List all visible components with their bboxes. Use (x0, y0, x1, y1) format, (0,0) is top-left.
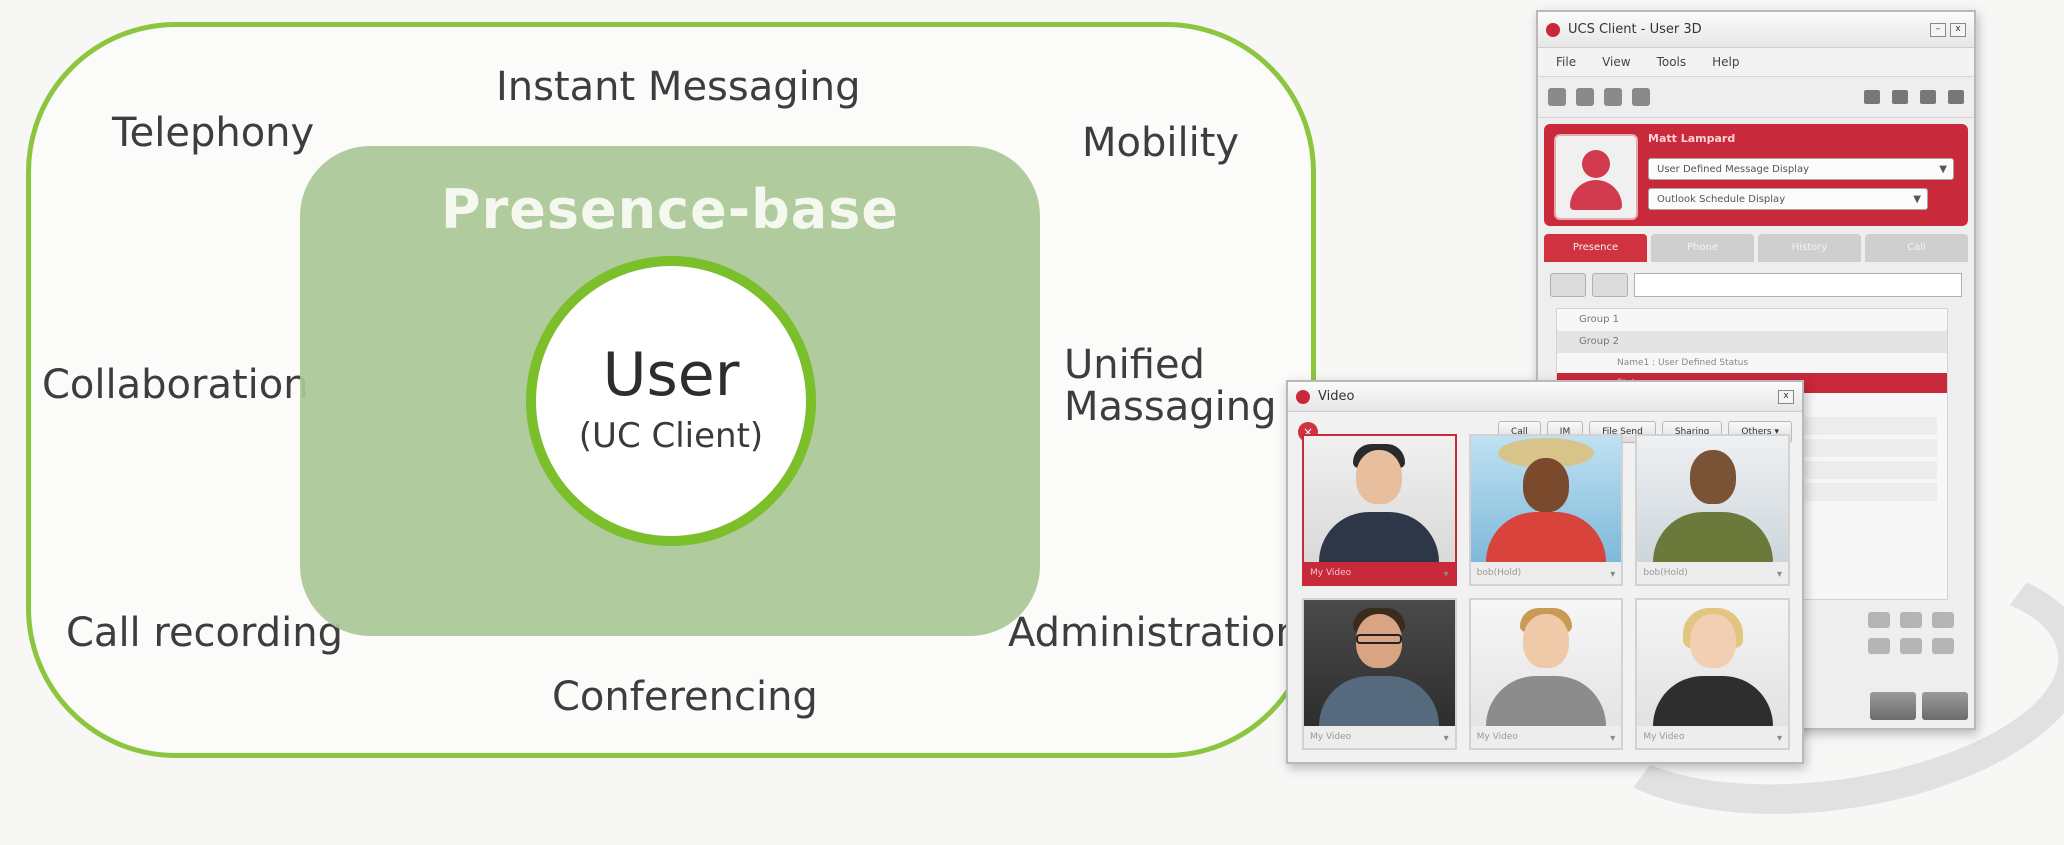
glasses-icon (1356, 634, 1403, 644)
video-grid: My Video ▾ bob(Hold) ▾ bob(Hold) ▾ (1302, 434, 1790, 750)
menu-view[interactable]: View (1602, 55, 1631, 69)
avatar-head-icon (1582, 150, 1610, 178)
feature-mobility: Mobility (1082, 120, 1240, 166)
menu-file[interactable]: File (1556, 55, 1577, 69)
group-row[interactable]: Group 1 (1579, 314, 1619, 325)
feature-call-recording: Call recording (66, 610, 344, 656)
user-icon[interactable] (1932, 638, 1954, 654)
schedule-text: Outlook Schedule Display (1657, 194, 1786, 205)
profile-name: Matt Lampard (1648, 132, 1736, 145)
presence-base-title: Presence-base (441, 178, 899, 241)
contact-row[interactable]: Name1 : User Defined Status (1617, 358, 1749, 368)
video-window: Video x × Call IM File Send Sharing Othe… (1286, 380, 1804, 764)
menu-tools[interactable]: Tools (1656, 55, 1687, 69)
video-tile[interactable]: My Video ▾ (1302, 598, 1457, 750)
uc-client-toolbar (1538, 77, 1974, 118)
video-tile[interactable]: bob(Hold) ▾ (1635, 434, 1790, 586)
group-row[interactable]: Group 2 (1557, 331, 1947, 353)
tab-presence[interactable]: Presence (1544, 234, 1647, 262)
profile-panel: Matt Lampard User Defined Message Displa… (1544, 124, 1968, 226)
video-tile[interactable]: My Video ▾ (1635, 598, 1790, 750)
video-tile-caption: My Video (1304, 562, 1455, 584)
chevron-down-icon[interactable]: ▾ (1443, 569, 1449, 580)
feature-administration: Administration (1008, 610, 1301, 656)
uc-client-titlebar: UCS Client - User 3D – x (1538, 12, 1974, 48)
chevron-down-icon[interactable]: ▾ (1776, 733, 1782, 744)
video-tile-caption: bob(Hold) (1637, 562, 1788, 584)
menu-help[interactable]: Help (1712, 55, 1740, 69)
volume-button[interactable] (1922, 692, 1968, 720)
video-tile-caption: My Video (1304, 726, 1455, 748)
tab-phone[interactable]: Phone (1651, 234, 1754, 262)
feature-unified-messaging-line1: Unified (1064, 342, 1205, 388)
chevron-down-icon[interactable]: ▾ (1776, 569, 1782, 580)
edit-icon[interactable] (1576, 88, 1594, 106)
settings-icon[interactable] (1604, 88, 1622, 106)
view-icon[interactable] (1632, 88, 1650, 106)
mail-count-icon[interactable] (1920, 90, 1936, 104)
feature-unified-messaging-line2: Massaging (1064, 384, 1277, 430)
avatar[interactable] (1554, 134, 1638, 220)
search-row (1544, 270, 1968, 300)
uc-client-title: UCS Client - User 3D (1568, 22, 1702, 37)
avatar-body-icon (1570, 180, 1622, 210)
video-tile-caption: My Video (1637, 726, 1788, 748)
feature-instant-messaging: Instant Messaging (496, 64, 861, 110)
app-logo-icon (1546, 22, 1560, 37)
uc-client-bottom-bar (1544, 692, 1968, 722)
phone-icon[interactable] (1868, 638, 1890, 654)
close-icon[interactable]: x (1778, 389, 1794, 404)
chevron-down-icon: ▼ (1939, 164, 1947, 175)
user-subtitle: (UC Client) (578, 416, 764, 456)
add-contact-button[interactable] (1550, 273, 1586, 297)
contact-icon[interactable] (1548, 88, 1566, 106)
user-circle (526, 256, 816, 546)
video-tile[interactable]: My Video ▾ (1302, 434, 1457, 586)
video-tile[interactable]: My Video ▾ (1468, 598, 1624, 750)
video-tile[interactable]: bob(Hold) ▾ (1468, 434, 1624, 586)
tab-call[interactable]: Call (1865, 234, 1968, 262)
chevron-down-icon: ▼ (1913, 194, 1921, 205)
video-tile-caption: My Video (1470, 726, 1622, 748)
close-icon[interactable] (1932, 612, 1954, 628)
status-message-text: User Defined Message Display (1657, 164, 1810, 175)
mail-icon[interactable] (1900, 612, 1922, 628)
status-message-select[interactable]: User Defined Message Display ▼ (1648, 158, 1954, 180)
document-icon[interactable] (1900, 638, 1922, 654)
video-titlebar: Video x (1288, 382, 1802, 412)
feature-conferencing: Conferencing (552, 674, 818, 720)
schedule-select[interactable]: Outlook Schedule Display ▼ (1648, 188, 1928, 210)
feature-collaboration: Collaboration (42, 362, 309, 408)
feature-telephony: Telephony (112, 110, 315, 156)
uc-client-tabs: Presence Phone History Call (1544, 234, 1968, 262)
chevron-down-icon[interactable]: ▾ (1610, 733, 1616, 744)
message-count-icon[interactable] (1892, 90, 1908, 104)
phone-count-icon[interactable] (1864, 90, 1880, 104)
chevron-down-icon[interactable]: ▾ (1610, 569, 1616, 580)
app-logo-icon (1296, 389, 1310, 404)
video-tile-caption: bob(Hold) (1470, 562, 1622, 584)
user-title: User (602, 340, 740, 410)
video-title: Video (1318, 389, 1355, 404)
tab-history[interactable]: History (1758, 234, 1861, 262)
uc-client-menubar: File View Tools Help (1538, 48, 1974, 77)
close-icon[interactable]: x (1950, 22, 1966, 37)
search-input[interactable] (1634, 273, 1962, 297)
dial-button[interactable] (1870, 692, 1916, 720)
chat-icon[interactable] (1868, 612, 1890, 628)
status-icons (1868, 612, 1958, 654)
feature-unified-messaging: Unified Massaging (1064, 344, 1276, 428)
chevron-down-icon[interactable]: ▾ (1443, 733, 1449, 744)
voicemail-count-icon[interactable] (1948, 90, 1964, 104)
add-group-button[interactable] (1592, 273, 1628, 297)
minimize-icon[interactable]: – (1930, 22, 1946, 37)
